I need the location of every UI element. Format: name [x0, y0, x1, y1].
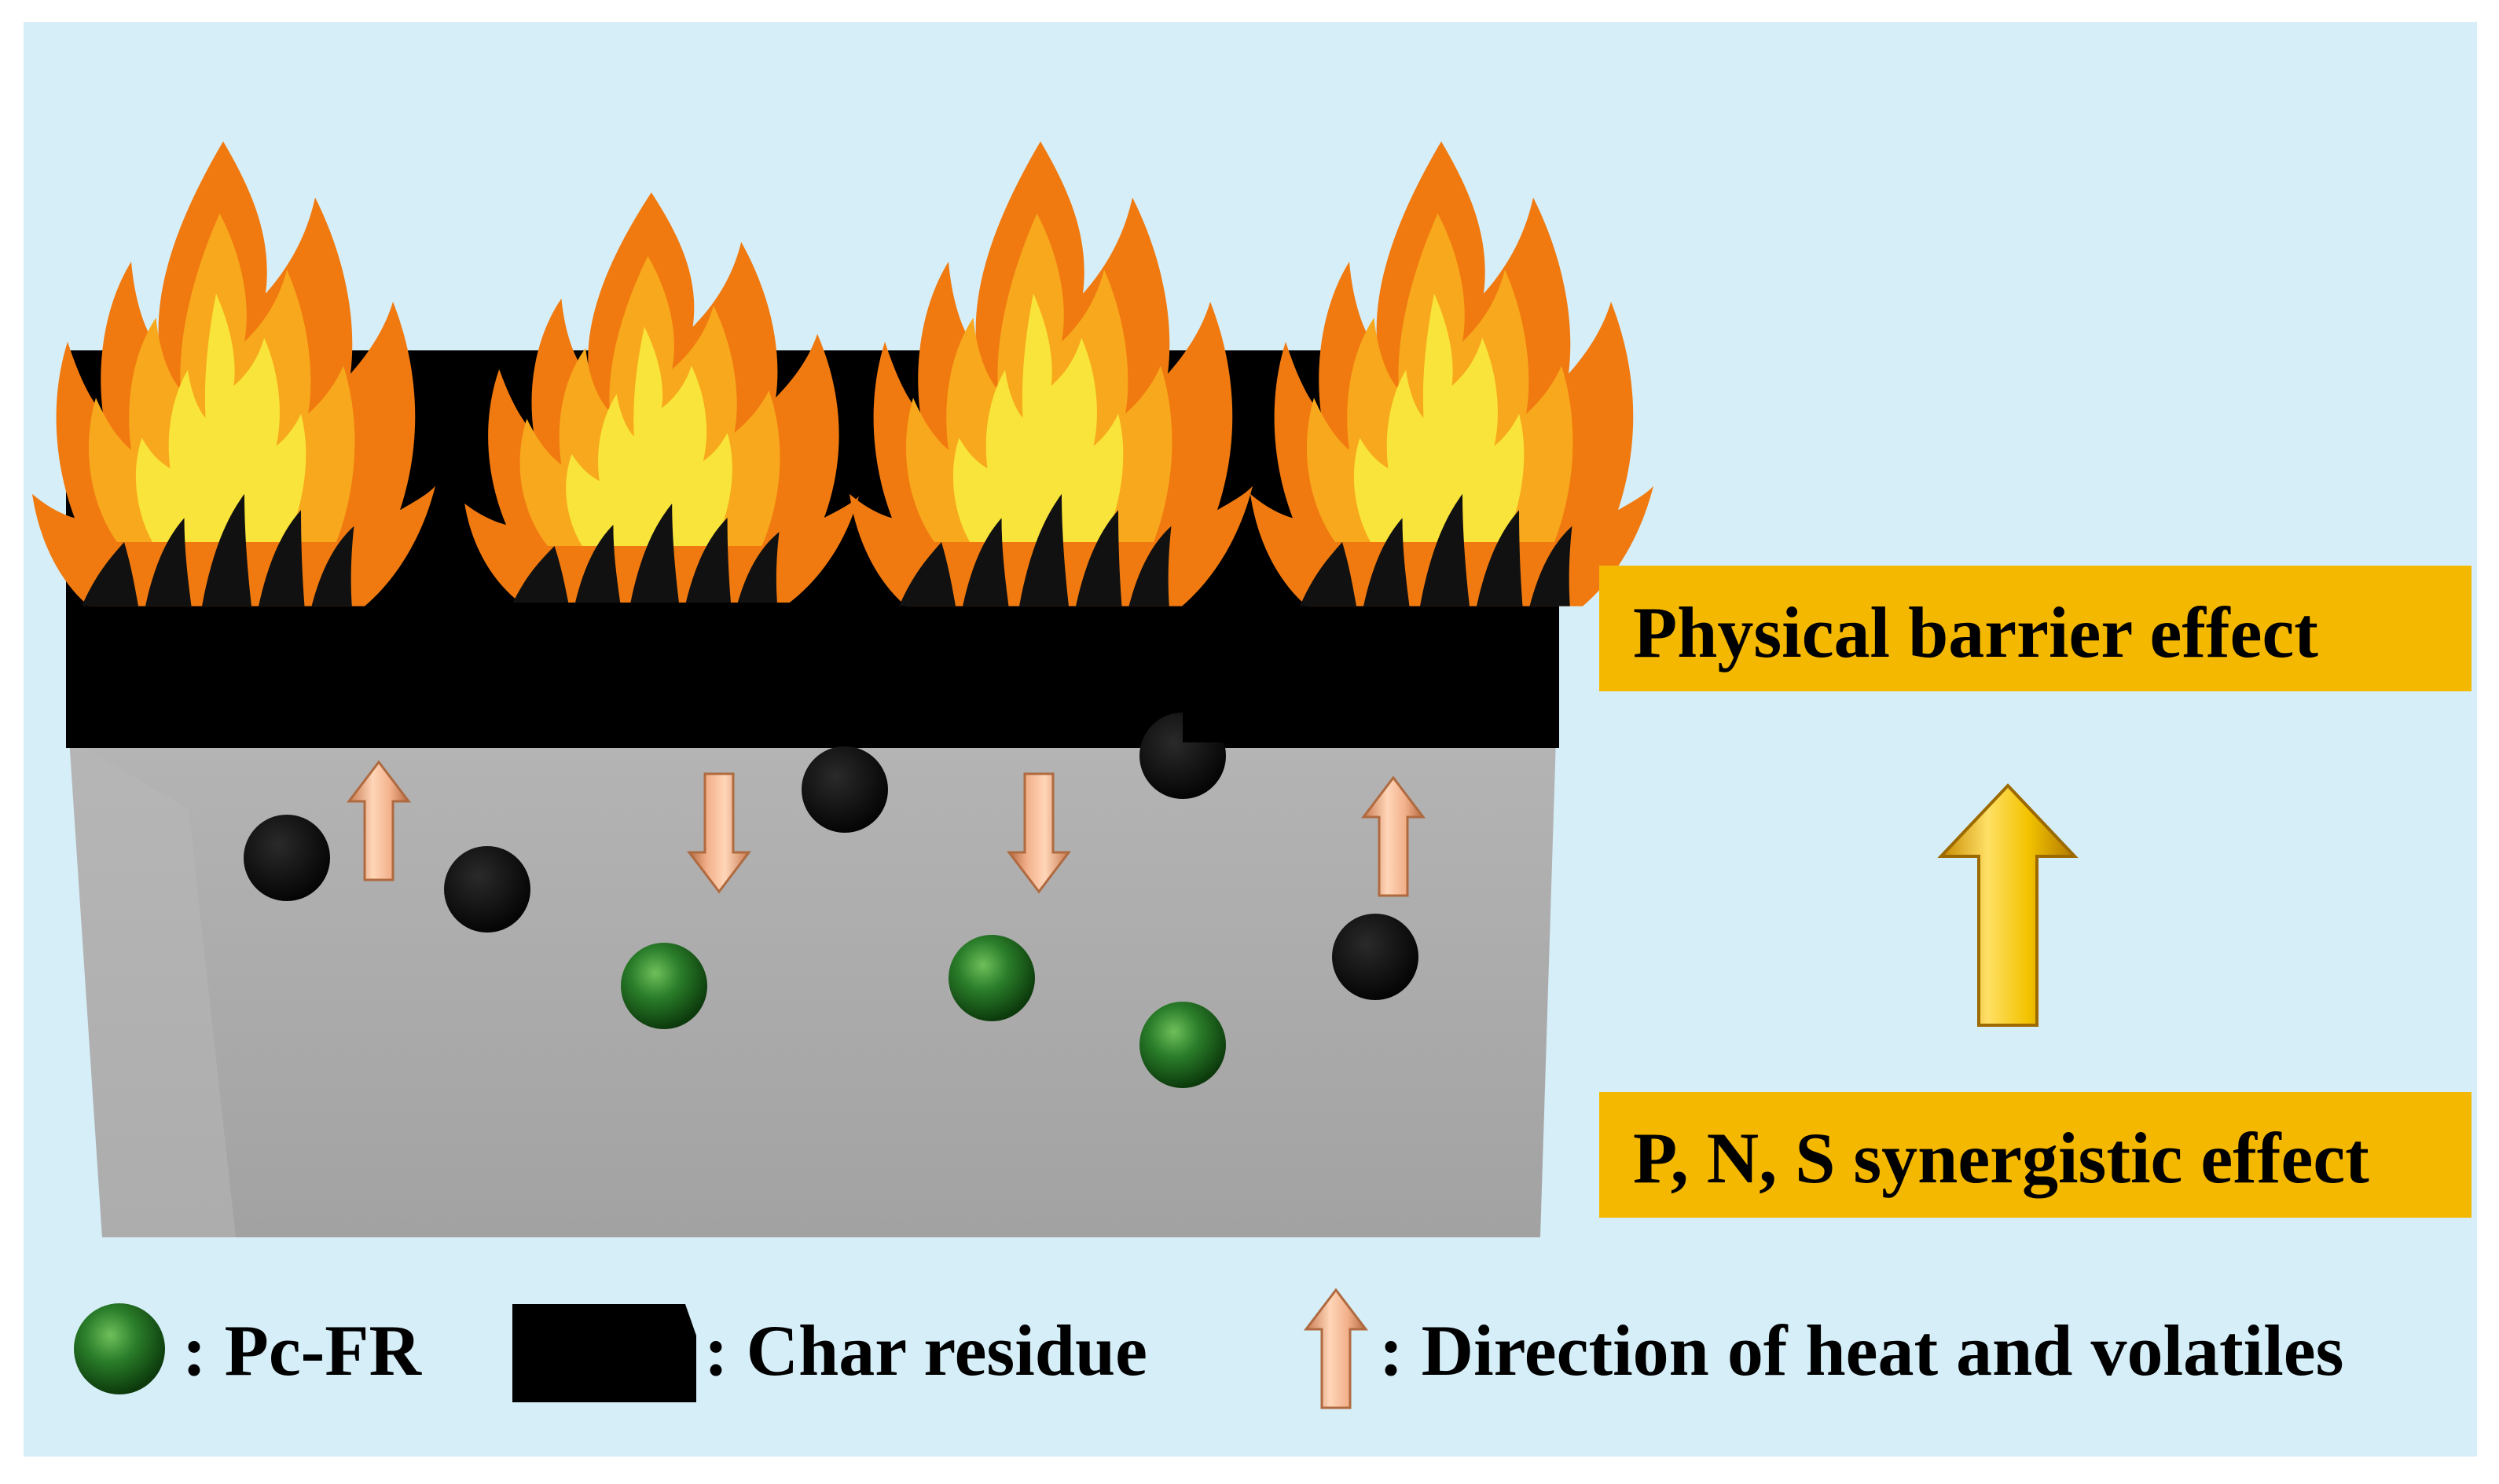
pc-fr-sphere-icon: [74, 1303, 165, 1394]
legend-arrow-label: : Direction of heat and volatiles: [1379, 1310, 2343, 1391]
pc-fr-sphere-icon: [244, 815, 330, 901]
char-swatch: [512, 1304, 696, 1402]
pc-fr-sphere-icon: [1139, 1002, 1226, 1088]
pc-fr-sphere-icon: [444, 846, 530, 933]
top-effect-box: [1599, 566, 2471, 691]
bottom-effect-box: [1599, 1092, 2471, 1218]
char-overlap: [1183, 711, 1269, 742]
pc-fr-sphere-icon: [1332, 914, 1418, 1000]
pc-fr-sphere-icon: [802, 746, 888, 833]
pc-fr-sphere-icon: [949, 935, 1035, 1021]
legend: : Pc-FR : Char residue : Direction of he…: [74, 1288, 2343, 1409]
pc-fr-sphere-icon: [621, 943, 707, 1029]
top-effect-label: Physical barrier effect: [1633, 592, 2318, 672]
legend-pc-fr-label: : Pc-FR: [182, 1310, 423, 1391]
bottom-effect-label: P, N, S synergistic effect: [1633, 1118, 2369, 1198]
up-arrow-icon: [1937, 783, 2079, 1027]
polymer-matrix: [69, 738, 1556, 1237]
legend-char-label: : Char residue: [704, 1310, 1147, 1391]
matrix-side-face: [69, 738, 236, 1237]
